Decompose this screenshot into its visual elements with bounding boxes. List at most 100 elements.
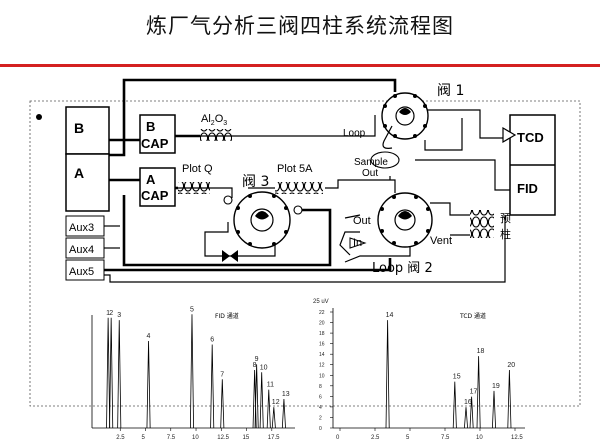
x-tick-label: 7.5 — [441, 435, 450, 441]
peak-label-15: 15 — [453, 374, 461, 381]
y-tick-label: 22 — [319, 310, 325, 316]
peak-label-14: 14 — [386, 312, 394, 319]
x-tick-label: 5 — [142, 435, 146, 441]
fid-label: FID — [517, 181, 538, 196]
y-tick-label: 16 — [319, 342, 325, 348]
peak-19 — [492, 390, 496, 429]
valve-1 — [370, 92, 429, 169]
source-b-label: B — [74, 120, 84, 136]
valve-2-in-label: In — [353, 237, 362, 249]
valve-3 — [223, 191, 303, 249]
y-tick-label: 14 — [319, 352, 325, 358]
peak-5 — [189, 314, 194, 429]
x-tick-label: 15 — [243, 435, 250, 441]
valve-1-label: 阀 1 — [437, 83, 464, 99]
y-tick-label: 20 — [319, 321, 325, 327]
peak-20 — [507, 369, 512, 429]
a-cap-box — [139, 167, 176, 207]
sample-out-label-1: Sample — [354, 157, 388, 168]
peak-17 — [469, 396, 474, 429]
x-tick-label: 2.5 — [116, 435, 125, 441]
peak-16 — [464, 407, 468, 429]
plot-5a-column-coil — [275, 182, 323, 194]
x-tick-label: 17.5 — [268, 435, 280, 441]
peak-1 — [106, 317, 111, 429]
al2o3-label: Al2O3 — [201, 113, 227, 127]
peak-18 — [476, 356, 481, 429]
fid-chrom-header: FID 通道 — [215, 312, 239, 320]
peak-11 — [266, 389, 271, 429]
aux5-label: Aux5 — [69, 266, 94, 278]
x-tick-label: 7.5 — [167, 435, 176, 441]
system-enclosure — [29, 100, 581, 407]
peak-label-5: 5 — [190, 306, 194, 313]
peak-label-19: 19 — [492, 383, 500, 390]
peak-15 — [452, 381, 457, 429]
peak-label-10: 10 — [260, 364, 268, 371]
peak-4 — [146, 340, 151, 429]
peak-10 — [259, 372, 264, 429]
plot-q-column-coil — [178, 182, 210, 194]
source-a-box — [65, 153, 110, 212]
tcd-label: TCD — [517, 130, 544, 145]
x-tick-label: 2.5 — [371, 435, 380, 441]
peak-label-8: 8 — [253, 362, 257, 369]
peak-label-11: 11 — [267, 382, 274, 389]
peak-label-2: 2 — [109, 310, 113, 317]
tcd-arrow-icon — [502, 126, 517, 144]
peak-label-6: 6 — [210, 337, 214, 344]
x-tick-label: 12.5 — [217, 435, 229, 441]
peak-label-3: 3 — [117, 312, 121, 319]
needle-valve-left-icon — [222, 250, 230, 262]
valve-2-label: Loop 阀 2 — [372, 261, 433, 276]
plot-q-label: Plot Q — [182, 163, 213, 175]
y-tick-label: 12 — [319, 363, 325, 369]
b-cap-box — [139, 114, 176, 154]
plot-5a-label: Plot 5A — [277, 163, 313, 175]
valve-2-vent-label: Vent — [430, 235, 452, 247]
sample-out-label-2: Out — [362, 168, 378, 179]
tcd-y-unit: 25 uV — [313, 299, 329, 305]
precolumn-coil — [470, 210, 494, 238]
peak-label-9: 9 — [255, 356, 259, 363]
b-cap-line2: CAP — [141, 136, 169, 151]
peak-label-7: 7 — [220, 371, 224, 378]
x-tick-label: 5 — [406, 435, 410, 441]
thick-carrier-lines — [104, 78, 397, 272]
valve-2 — [349, 192, 433, 249]
x-tick-label: 12.5 — [511, 435, 523, 441]
precolumn-label-bottom: 柱 — [500, 227, 511, 241]
peak-12 — [271, 407, 276, 429]
peak-14 — [385, 320, 390, 429]
source-a-label: A — [74, 165, 84, 181]
peak-7 — [220, 379, 225, 429]
needle-valve-right-icon — [230, 250, 238, 262]
y-tick-label: 4 — [319, 405, 322, 411]
valve-1-loop-label: Loop — [343, 128, 366, 139]
b-cap-line1: B — [146, 119, 155, 134]
peak-2 — [109, 317, 114, 429]
x-tick-label: 10 — [192, 435, 199, 441]
peak-3 — [117, 320, 122, 429]
aux3-label: Aux3 — [69, 222, 94, 234]
y-tick-label: 10 — [319, 373, 325, 379]
peak-label-13: 13 — [282, 391, 290, 398]
peak-label-20: 20 — [507, 362, 515, 369]
y-tick-label: 6 — [319, 394, 322, 400]
source-b-box — [65, 106, 110, 155]
bullet-dot — [36, 114, 42, 120]
peak-label-16: 16 — [464, 399, 472, 406]
y-tick-label: 8 — [319, 384, 322, 390]
x-tick-label: 10 — [476, 435, 483, 441]
title-divider — [0, 64, 600, 67]
peak-6 — [210, 344, 215, 429]
peak-label-12: 12 — [272, 399, 280, 406]
peak-label-1: 1 — [106, 310, 110, 317]
valve-3-label: 阀 3 — [242, 174, 269, 190]
valve-2-out-label: Out — [353, 215, 371, 227]
peak-label-4: 4 — [147, 333, 151, 340]
peak-label-17: 17 — [470, 389, 478, 396]
y-tick-label: 2 — [319, 416, 322, 422]
